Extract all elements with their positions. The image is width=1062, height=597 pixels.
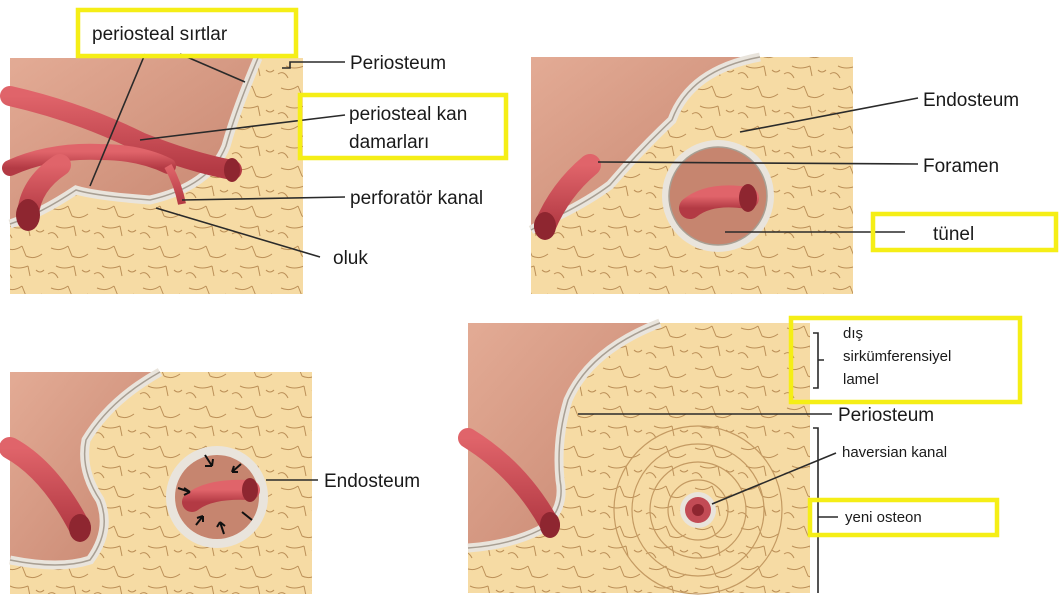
panel-1-periosteal-ridges xyxy=(10,58,303,294)
label-haversian-canal: haversian kanal xyxy=(842,444,947,461)
label-endosteum-2: Endosteum xyxy=(324,471,420,492)
label-periosteal-vessels-line1: periosteal kan xyxy=(349,104,467,125)
label-periosteum-2: Periosteum xyxy=(838,405,934,426)
label-perforating-canal: perforatör kanal xyxy=(350,188,483,209)
label-outer-lamellae-line2: sirkümferensiyel xyxy=(843,348,951,365)
label-tunnel: tünel xyxy=(933,224,974,245)
label-periosteal-ridges: periosteal sırtlar xyxy=(92,24,228,45)
label-new-osteon: yeni osteon xyxy=(845,509,922,526)
label-outer-lamellae-line1: dış xyxy=(843,325,863,342)
label-groove: oluk xyxy=(333,248,368,269)
panel-3-endosteum xyxy=(10,372,312,594)
label-periosteal-vessels-line2: damarları xyxy=(349,132,429,153)
label-periosteum-1: Periosteum xyxy=(350,53,446,74)
label-foramen: Foramen xyxy=(923,156,999,177)
panel-4-new-osteon xyxy=(468,323,810,594)
panel-2-tunnel xyxy=(531,57,853,294)
label-outer-lamellae-line3: lamel xyxy=(843,371,879,388)
label-endosteum-1: Endosteum xyxy=(923,90,1019,111)
